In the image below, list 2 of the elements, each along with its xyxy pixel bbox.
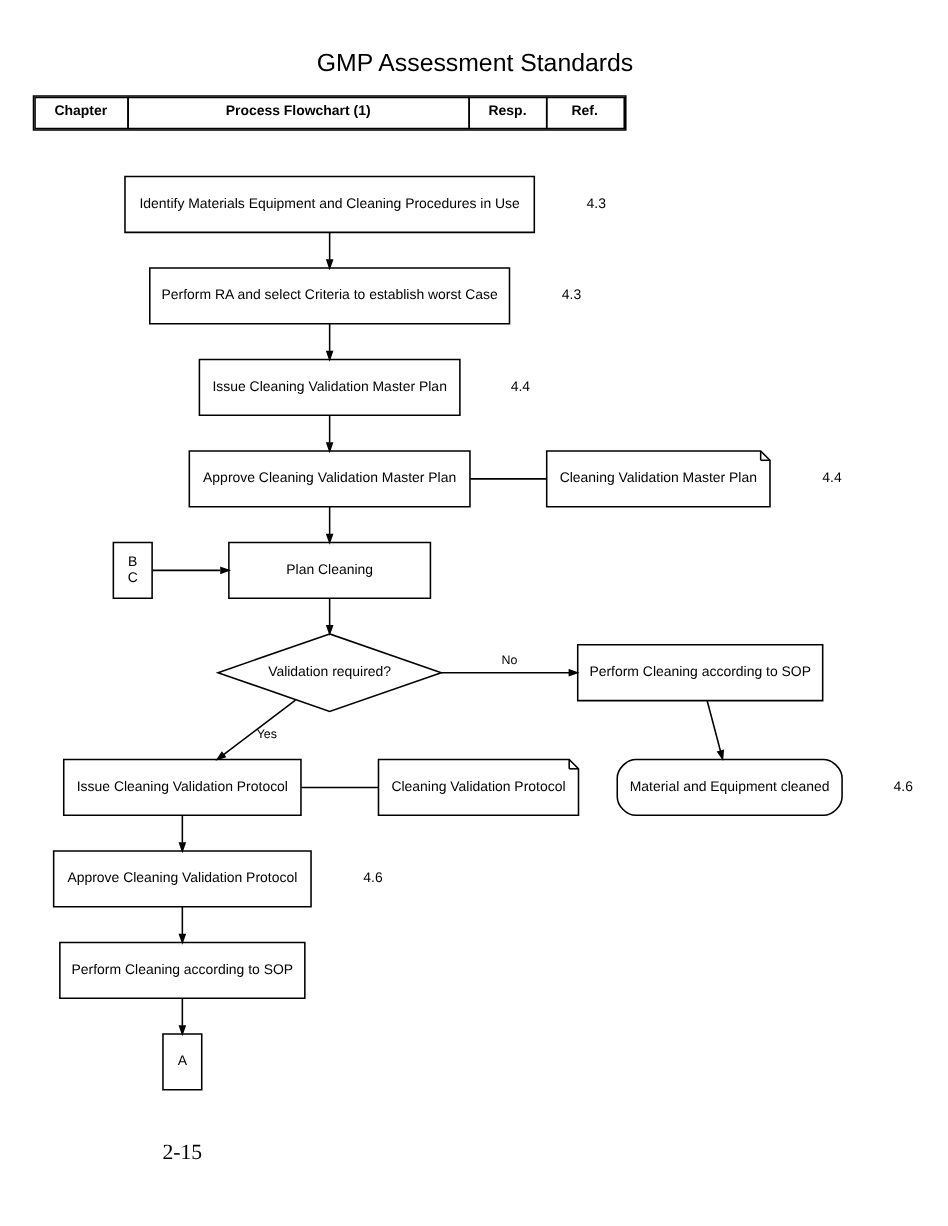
diagram-title: GMP Assessment Standards <box>315 48 633 77</box>
label: 2-15 <box>161 1141 202 1166</box>
